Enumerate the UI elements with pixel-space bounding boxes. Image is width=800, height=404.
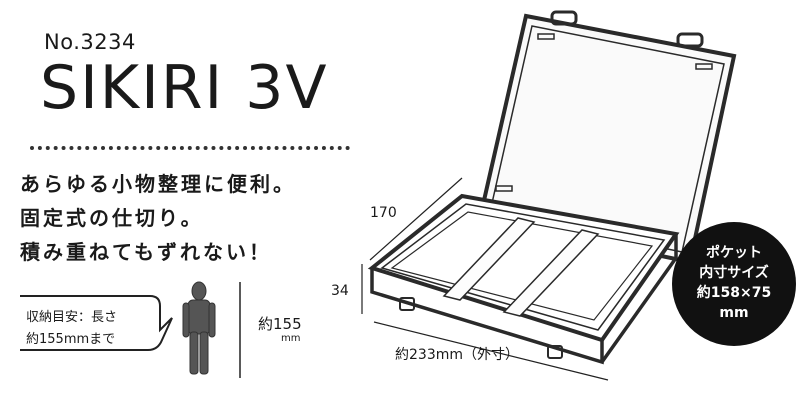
pocket-badge-line-4: mm [719,305,749,321]
case-base [367,193,680,365]
person-figure-icon [182,281,216,375]
size-guide-line-1: 収納目安：長さ [26,310,118,325]
depth-dimension-line [369,177,463,261]
size-guide-line-2: 約155mmまで [26,332,116,347]
product-name: SIKIRI 3V [40,53,329,123]
person-height-label: 約155 [258,315,302,333]
person-height-unit: mm [281,333,301,344]
feature-line-3: 積み重ねてもずれない！ [20,240,272,264]
dotted-divider [30,146,350,150]
pocket-badge-line-2: 内寸サイズ [699,265,769,281]
height-dimension-label: 34 [331,283,349,299]
pocket-size-badge: ポケット 内寸サイズ 約158×75 mm [672,222,796,346]
size-guide-text: 収納目安：長さ 約155mmまで [26,307,117,351]
width-dimension-label: 約233mm（外寸） [395,347,519,363]
width-dimension-line [373,321,609,381]
speech-bubble-outline [20,295,173,351]
feature-line-2: 固定式の仕切り。 [20,206,204,230]
feature-line-1: あらゆる小物整理に便利。 [20,172,296,196]
model-number: No.3234 [44,30,136,54]
pocket-badge-line-1: ポケット [706,245,762,261]
pocket-badge-line-3: 約158×75 [696,285,772,301]
depth-dimension-label: 170 [370,205,397,221]
